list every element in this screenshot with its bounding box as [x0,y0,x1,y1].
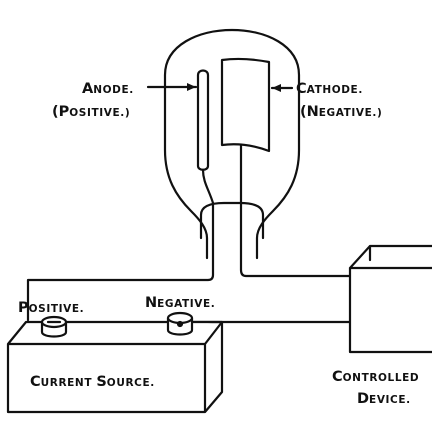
cathode-label: CATHODE. [296,81,363,97]
controlled-device-box [348,244,432,354]
negative-terminal-label: NEGATIVE. [145,295,215,311]
tube-envelope [163,28,301,260]
cathode-plate [220,57,271,153]
cathode-arrowhead [272,84,281,92]
cathode-sublabel: (NEGATIVE.) [300,104,382,120]
anode-arrowhead [187,83,196,91]
negative-terminal [166,311,194,336]
positive-terminal [40,315,68,338]
positive-terminal-label: POSITIVE. [18,300,84,316]
tube-stem [199,201,265,240]
current-source-label: CURRENT SOURCE. [30,374,155,390]
controlled-device-label: CONTROLLED [332,369,419,385]
anode-rod [196,69,210,171]
anode-lead [26,168,215,322]
cathode-lead [239,143,352,278]
anode-sublabel: (POSITIVE.) [52,104,130,120]
anode-label: ANODE. [82,81,134,97]
controlled-device-sublabel: DEVICE. [357,391,411,407]
current-source-box [6,320,224,414]
